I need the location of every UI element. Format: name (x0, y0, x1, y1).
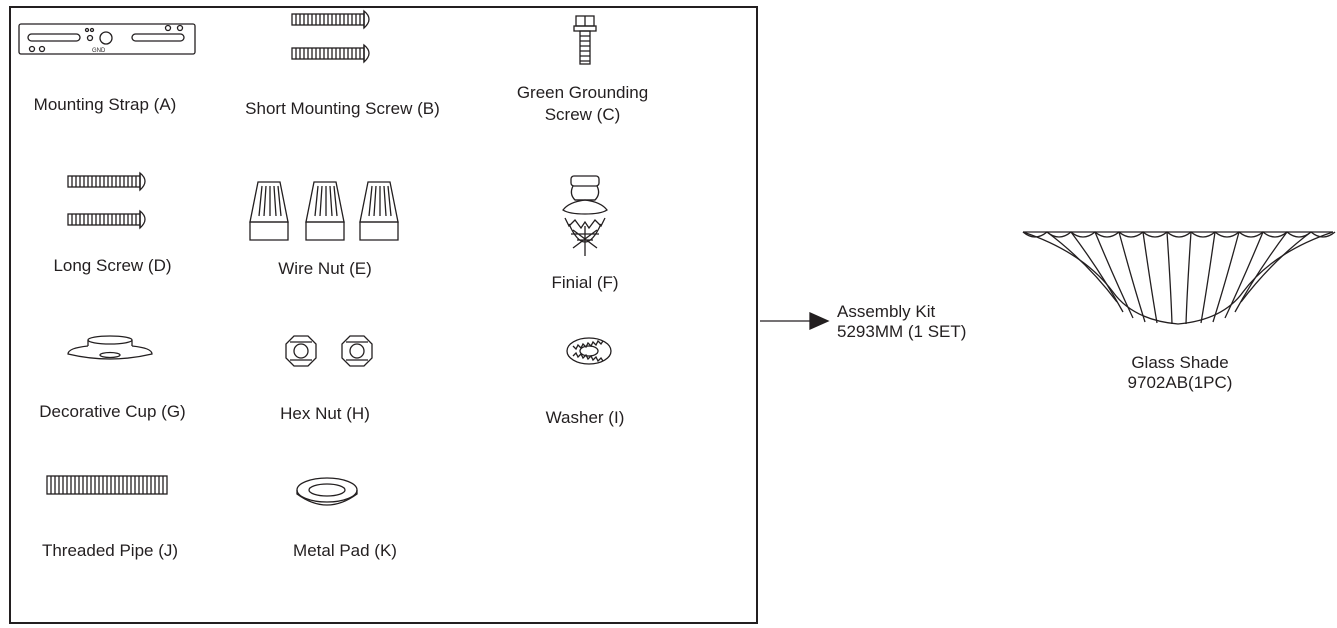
label-threaded-pipe: Threaded Pipe (J) (41, 541, 179, 560)
label-mounting-strap: Mounting Strap (A) (33, 95, 177, 114)
glass-shade-icon (1022, 231, 1336, 325)
label-short-mounting-screw: Short Mounting Screw (B) (245, 99, 440, 118)
label-metal-pad: Metal Pad (K) (293, 541, 397, 560)
label-wire-nut: Wire Nut (E) (278, 259, 372, 278)
finial-icon (562, 175, 608, 256)
wire-nut-icon (249, 181, 399, 241)
assembly-kit-box (9, 6, 758, 624)
gnd-marking: GND (92, 48, 106, 54)
label-hex-nut: Hex Nut (H) (280, 404, 370, 423)
washer-icon (566, 337, 612, 365)
assembly-kit-label-line2: 5293MM (1 SET) (837, 322, 967, 341)
label-decorative-cup: Decorative Cup (G) (39, 402, 186, 421)
arrow-icon (760, 311, 830, 331)
threaded-pipe-icon (46, 475, 168, 495)
green-grounding-screw-icon (573, 15, 597, 65)
short-mounting-screw-icon (291, 9, 370, 64)
label-finial: Finial (F) (551, 273, 619, 292)
assembly-kit-label-line1: Assembly Kit (837, 302, 936, 321)
mounting-strap-icon: GND (18, 23, 196, 55)
hex-nut-icon (285, 335, 373, 367)
label-grounding-screw-line1: Green Grounding (516, 83, 649, 102)
long-screw-icon (67, 171, 146, 230)
glass-shade-label-line1: Glass Shade (1131, 353, 1229, 372)
metal-pad-icon (296, 477, 358, 506)
decorative-cup-icon (67, 335, 153, 360)
label-washer: Washer (I) (545, 408, 625, 427)
label-grounding-screw-line2: Screw (C) (544, 105, 621, 124)
label-long-screw: Long Screw (D) (53, 256, 172, 275)
glass-shade-label-line2: 9702AB(1PC) (1127, 373, 1233, 392)
